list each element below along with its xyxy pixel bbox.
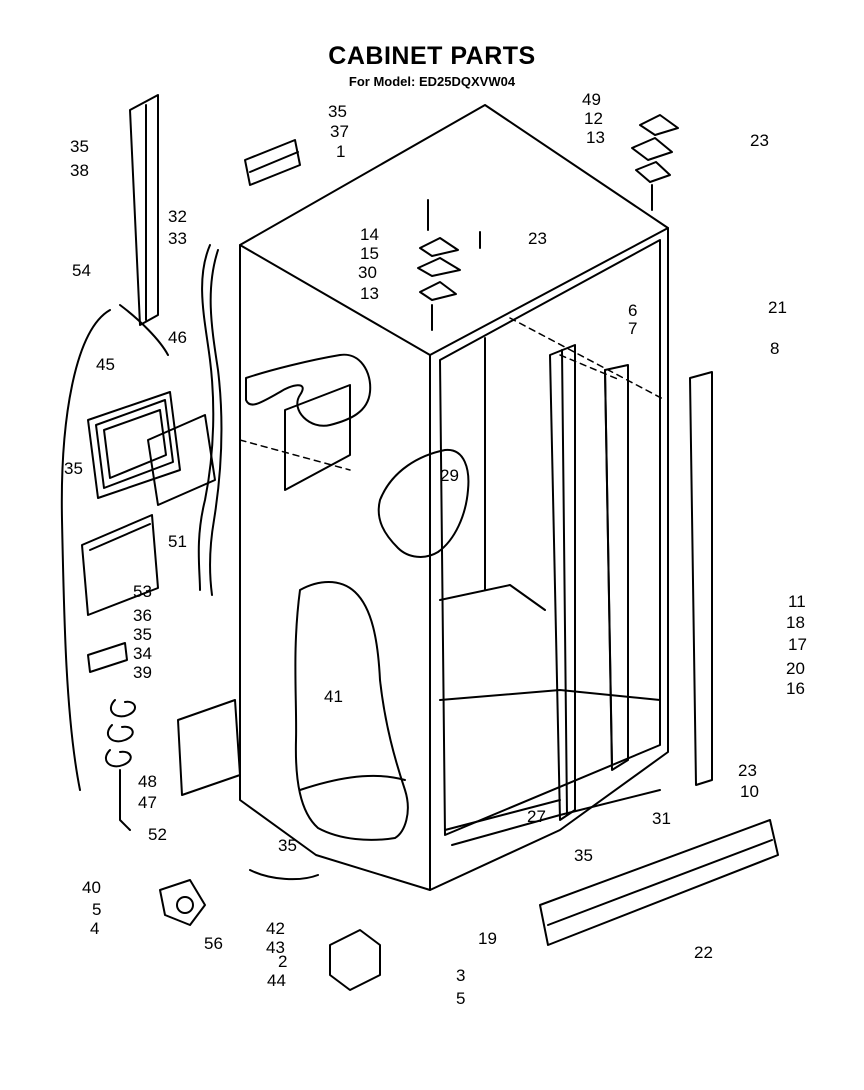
callout: 43 [266, 938, 285, 957]
callout: 53 [133, 582, 152, 601]
callout: 8 [770, 339, 779, 358]
callout: 23 [738, 761, 757, 780]
callout: 5 [456, 989, 465, 1008]
callout: 1 [336, 142, 345, 161]
callout: 35 [574, 846, 593, 865]
callout: 42 [266, 919, 285, 938]
center-hinge-set [417, 199, 481, 301]
callout: 34 [133, 644, 152, 663]
callout: 36 [133, 606, 152, 625]
cabinet-outline [239, 104, 669, 891]
callout: 18 [786, 613, 805, 632]
callout: 39 [133, 663, 152, 682]
callout: 33 [168, 229, 187, 248]
power-cord-coil [104, 699, 136, 831]
callout: 23 [750, 131, 769, 150]
callout: 48 [138, 772, 157, 791]
callout: 35 [278, 836, 297, 855]
access-cover-plate [81, 514, 159, 616]
callout: 35 [64, 459, 83, 478]
callout: 16 [786, 679, 805, 698]
callout: 20 [786, 659, 805, 678]
toe-grille [539, 819, 779, 946]
callout: 54 [72, 261, 91, 280]
divider-channel [604, 364, 629, 771]
callout: 7 [628, 319, 637, 338]
callout: 32 [168, 207, 187, 226]
leveling-foot [159, 879, 206, 926]
callout: 5 [92, 900, 101, 919]
defrost-heater-coil [87, 391, 181, 499]
callout: 15 [360, 244, 379, 263]
callout: 10 [740, 782, 759, 801]
callout: 51 [168, 532, 187, 551]
callout: 14 [360, 225, 379, 244]
motor-assembly [329, 929, 381, 991]
callout: 35 [133, 625, 152, 644]
diagram-title: CABINET PARTS [328, 42, 536, 70]
callout: 40 [82, 878, 101, 897]
callout: 3 [456, 966, 465, 985]
callout: 41 [324, 687, 343, 706]
callout: 19 [478, 929, 497, 948]
callout: 27 [527, 807, 546, 826]
callout: 11 [788, 592, 806, 611]
callout: 29 [440, 466, 459, 485]
callout: 56 [204, 934, 223, 953]
callout: 12 [584, 109, 603, 128]
callout: 45 [96, 355, 115, 374]
top-hinge-cover [244, 139, 301, 186]
callout: 47 [138, 793, 157, 812]
callout: 6 [628, 301, 637, 320]
callout: 37 [330, 122, 349, 141]
drain-tube [249, 869, 319, 881]
callout: 23 [528, 229, 547, 248]
right-side-trim [689, 371, 713, 786]
center-mullion-trim [549, 344, 576, 821]
model-subtitle: For Model: ED25DQXVW04 [348, 74, 516, 89]
callout: 35 [70, 137, 89, 156]
callout: 30 [358, 263, 377, 282]
callout: 52 [148, 825, 167, 844]
callout: 4 [90, 919, 99, 938]
wire-harness [60, 244, 223, 791]
upper-hinge-set-right [631, 114, 679, 211]
callout: 46 [168, 328, 187, 347]
callout: 13 [586, 128, 605, 147]
callout: 31 [652, 809, 671, 828]
callout: 44 [267, 971, 286, 990]
callout: 49 [582, 90, 601, 109]
callout: 21 [768, 298, 787, 317]
callout: 38 [70, 161, 89, 180]
callout: 2 [278, 952, 287, 971]
left-upright-channel [129, 94, 159, 326]
callout: 13 [360, 284, 379, 303]
control-box [177, 699, 241, 796]
small-clip-bracket [87, 642, 128, 673]
callout: 17 [788, 635, 807, 654]
callout: 22 [694, 943, 713, 962]
callout: 35 [328, 102, 347, 121]
callout-labels: 35 38 35 37 1 49 12 13 23 32 33 14 23 15… [64, 90, 807, 1008]
insulation-pad [147, 414, 216, 506]
